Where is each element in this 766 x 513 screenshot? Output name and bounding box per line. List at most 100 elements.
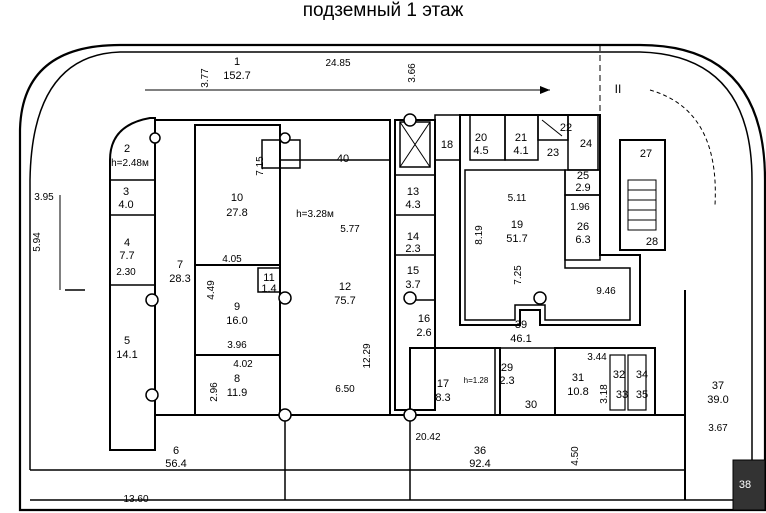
room-35-number: 35 xyxy=(636,389,648,401)
height-note-2: h=2.48м xyxy=(111,158,149,169)
room-25-area: 2.9 xyxy=(575,182,590,194)
room-33-number: 33 xyxy=(616,389,628,401)
dim-5-11: 5.11 xyxy=(508,193,527,204)
room-14-number: 14 xyxy=(407,231,419,243)
dimension-labels: 3.77 24.85 3.66 3.95 5.94 2.30 7.15 5.77… xyxy=(32,58,728,505)
section-mark: II xyxy=(615,82,622,96)
room-17-area: 8.3 xyxy=(435,392,450,404)
room-5-area: 14.1 xyxy=(116,349,137,361)
room-29-area: 2.3 xyxy=(499,375,514,387)
room-7-area: 28.3 xyxy=(169,273,190,285)
room-2-number: 2 xyxy=(124,143,130,155)
dim-3-18: 3.18 xyxy=(599,384,610,404)
room-36-area: 92.4 xyxy=(469,458,490,470)
dim-7-25: 7.25 xyxy=(513,265,524,285)
room-24-number: 24 xyxy=(580,138,592,150)
room-39-number: 39 xyxy=(515,319,527,331)
dim-1-96: 1.96 xyxy=(570,202,590,213)
room-3-number: 3 xyxy=(123,186,129,198)
room-8-area: 11.9 xyxy=(227,387,248,399)
room-5-number: 5 xyxy=(124,335,130,347)
room-12-area: 75.7 xyxy=(334,295,355,307)
height-note-12: h=3.28м xyxy=(296,209,334,220)
dim-9-46: 9.46 xyxy=(596,286,616,297)
room-11-number: 11 xyxy=(263,272,274,284)
dim-7-15: 7.15 xyxy=(255,156,266,176)
room-1-area: 152.7 xyxy=(223,70,251,82)
room-37-number: 37 xyxy=(712,380,724,392)
height-notes: h=2.48м h=3.28м h=1.28 II xyxy=(111,82,621,385)
room-31-number: 31 xyxy=(572,372,584,384)
room-22-number: 22 xyxy=(560,122,572,134)
dim-5-77: 5.77 xyxy=(340,224,360,235)
room-10-area: 27.8 xyxy=(226,207,247,219)
dim-6-50: 6.50 xyxy=(335,384,355,395)
room-26-area: 6.3 xyxy=(575,234,590,246)
room-20-area: 4.5 xyxy=(473,145,488,157)
room-3-area: 4.0 xyxy=(118,199,133,211)
room-28-number: 28 xyxy=(646,236,658,248)
room-40-number: 40 xyxy=(337,153,349,165)
page-title: подземный 1 этаж xyxy=(302,0,464,21)
dim-3-77: 3.77 xyxy=(200,68,211,88)
dim-3-66: 3.66 xyxy=(407,63,418,83)
dim-12-29: 12.29 xyxy=(362,343,373,368)
room-18-number: 18 xyxy=(441,139,453,151)
room-14-area: 2.3 xyxy=(405,243,420,255)
dim-3-95: 3.95 xyxy=(34,192,54,203)
room-29-number: 29 xyxy=(501,362,513,374)
room-19-number: 19 xyxy=(511,219,523,231)
dim-4-50: 4.50 xyxy=(570,446,581,466)
room-21-area: 4.1 xyxy=(513,145,528,157)
room-30-number: 30 xyxy=(525,399,537,411)
room-labels: 1 152.7 2 3 4.0 4 7.7 5 14.1 6 56.4 7 28… xyxy=(116,56,751,491)
height-note-17: h=1.28 xyxy=(464,376,489,385)
room-34-number: 34 xyxy=(636,369,648,381)
room-32-number: 32 xyxy=(613,369,625,381)
dim-3-67: 3.67 xyxy=(708,423,728,434)
walls xyxy=(18,43,766,512)
dim-4-02: 4.02 xyxy=(233,359,253,370)
room-20-number: 20 xyxy=(475,132,487,144)
room-25-number: 25 xyxy=(577,170,589,182)
dim-2-96: 2.96 xyxy=(209,382,220,402)
dim-3-44: 3.44 xyxy=(587,352,607,363)
room-8-number: 8 xyxy=(234,373,240,385)
room-37-area: 39.0 xyxy=(707,394,728,406)
dim-4-05: 4.05 xyxy=(222,254,242,265)
room-1-number: 1 xyxy=(234,56,240,68)
room-7-number: 7 xyxy=(177,259,183,271)
room-26-number: 26 xyxy=(577,221,589,233)
room-15-area: 3.7 xyxy=(405,279,420,291)
room-6-number: 6 xyxy=(173,445,179,457)
room-15-number: 15 xyxy=(407,265,419,277)
room-11-area: 1.4 xyxy=(261,283,276,295)
dim-13-60: 13.60 xyxy=(123,494,148,505)
dim-5-94: 5.94 xyxy=(32,232,43,252)
dim-3-96: 3.96 xyxy=(227,340,247,351)
room-19-area: 51.7 xyxy=(506,233,527,245)
room-39-area: 46.1 xyxy=(510,333,531,345)
room-16-number: 16 xyxy=(418,313,430,325)
room-9-area: 16.0 xyxy=(226,315,247,327)
dim-8-19: 8.19 xyxy=(474,225,485,245)
room-36-number: 36 xyxy=(474,445,486,457)
room-13-number: 13 xyxy=(407,186,419,198)
room-9-number: 9 xyxy=(234,301,240,313)
room-27-number: 27 xyxy=(640,148,652,160)
room-13-area: 4.3 xyxy=(405,199,420,211)
room-17-number: 17 xyxy=(437,378,449,390)
dim-2-30: 2.30 xyxy=(116,267,136,278)
room-21-number: 21 xyxy=(515,132,527,144)
dim-24-85: 24.85 xyxy=(325,58,350,69)
room-23-number: 23 xyxy=(547,147,559,159)
room-16-area: 2.6 xyxy=(416,327,431,339)
room-38-number: 38 xyxy=(739,479,751,491)
room-31-area: 10.8 xyxy=(567,386,588,398)
room-10-number: 10 xyxy=(231,192,243,204)
room-6-area: 56.4 xyxy=(165,458,186,470)
room-4-number: 4 xyxy=(124,237,130,249)
room-12-number: 12 xyxy=(339,281,351,293)
dim-4-49: 4.49 xyxy=(206,280,217,300)
